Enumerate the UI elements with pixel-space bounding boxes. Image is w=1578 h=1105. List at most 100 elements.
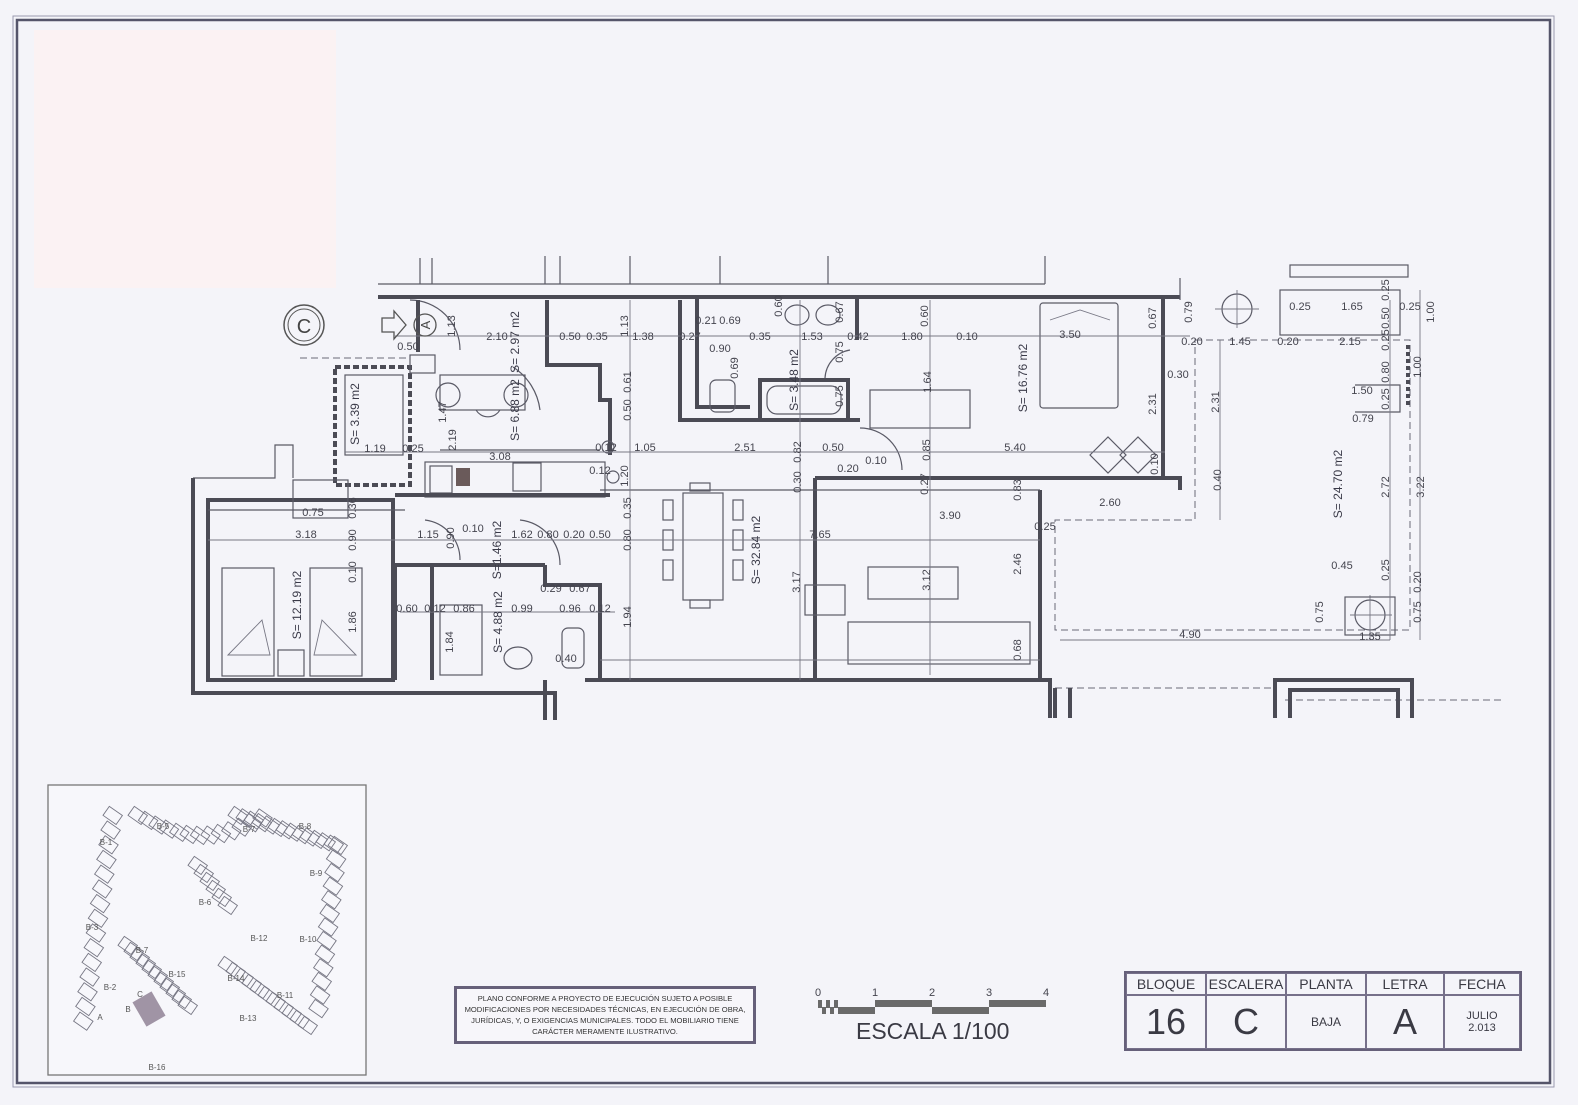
dimension-label: 0.42 — [847, 331, 868, 343]
dimension-label: 0.85 — [921, 439, 933, 460]
site-building-footprint — [127, 805, 149, 826]
site-building-footprint — [265, 991, 287, 1012]
dimension-label: 2.60 — [1099, 497, 1120, 509]
site-stair-label: C — [137, 990, 143, 999]
dimension-label: 0.20 — [563, 529, 584, 541]
site-building-footprint — [297, 1015, 319, 1036]
scale-label: ESCALA 1/100 — [856, 1018, 1010, 1044]
dimension-label: 0.40 — [1212, 469, 1224, 490]
dimension-label: 1.00 — [1412, 356, 1424, 377]
site-building-footprint — [79, 967, 100, 987]
site-building-footprint — [199, 871, 221, 892]
site-building-footprint — [98, 835, 119, 855]
site-building-footprint — [319, 903, 341, 924]
site-building-footprint — [309, 985, 331, 1005]
dimension-label: 0.35 — [586, 331, 607, 343]
dimension-label: 0.83 — [1012, 479, 1024, 500]
site-building-footprint — [211, 887, 233, 908]
scale-tick-label: 0 — [815, 987, 821, 999]
header-bloque: BLOQUE — [1126, 973, 1206, 995]
fecha-year: 2.013 — [1468, 1022, 1496, 1034]
dimension-label: 0.96 — [559, 603, 580, 615]
room-area-label: S= 3.39 m2 — [348, 383, 362, 445]
site-building-footprint — [193, 863, 215, 884]
site-building-footprint — [81, 952, 103, 973]
site-block-label: B-6 — [199, 898, 212, 907]
dimension-label: 1.35 — [1359, 631, 1380, 643]
site-building-footprint — [314, 944, 336, 964]
dimension-label: 0.25 — [1380, 279, 1392, 300]
site-building-footprint — [72, 1011, 94, 1031]
site-building-footprint — [233, 967, 255, 988]
sheet-frame — [15, 18, 1552, 1085]
dimension-label: 2.72 — [1380, 476, 1392, 497]
room-area-label: S= 24.70 m2 — [1331, 449, 1345, 518]
dimension-label: 0.30 — [1167, 369, 1188, 381]
disclaimer-notice: PLANO CONFORME A PROYECTO DE EJECUCIÓN S… — [454, 986, 756, 1044]
site-building-footprint — [252, 808, 273, 828]
site-block-label: B-16 — [149, 1063, 166, 1072]
dimension-label: 2.46 — [1012, 553, 1024, 574]
value-letra: A — [1366, 995, 1444, 1049]
dimension-label: 1.65 — [1341, 301, 1362, 313]
dimension-label: 1.80 — [901, 331, 922, 343]
redacted-logo-area — [34, 30, 336, 288]
site-block-label: B-5 — [157, 822, 170, 831]
dimension-label: 0.75 — [302, 507, 323, 519]
dimension-label: 0.60 — [773, 295, 785, 316]
site-building-footprint — [83, 937, 105, 958]
dimension-label: 0.20 — [837, 463, 858, 475]
dimension-label: 0.27 — [679, 331, 700, 343]
dimension-label: 0.75 — [834, 341, 846, 362]
site-block-label: B-11 — [277, 991, 294, 1000]
site-block-label: B-7 — [136, 946, 149, 955]
room-area-label: S= 3.48 m2 — [787, 349, 801, 411]
site-building-footprint — [325, 849, 347, 869]
dimension-label: 1.94 — [622, 606, 634, 627]
dimension-label: 0.20 — [1412, 571, 1424, 592]
room-area-label: S= 2.97 m2 — [508, 311, 522, 373]
site-block-label: B-2 — [104, 983, 117, 992]
site-block-label: B-3 — [86, 923, 99, 932]
site-block-label: B-13 — [240, 1014, 257, 1023]
dimension-label: 0.67 — [569, 583, 590, 595]
site-building-footprint — [96, 849, 117, 870]
dimension-label: 1.86 — [347, 611, 359, 632]
dimension-label: 0.86 — [453, 603, 474, 615]
site-building-footprint — [89, 893, 111, 914]
site-building-footprint — [241, 973, 263, 994]
site-building-footprint — [168, 822, 190, 843]
room-area-label: S= 32.84 m2 — [749, 515, 763, 584]
header-planta: PLANTA — [1286, 973, 1366, 995]
dimension-label: 3.12 — [921, 569, 933, 590]
room-area-label: S=1.46 m2 — [490, 520, 504, 579]
dimension-label: 0.50 — [822, 442, 843, 454]
dimension-label: 0.60 — [396, 603, 417, 615]
dimension-label: 1.13 — [446, 315, 458, 336]
site-building-footprint — [87, 908, 109, 929]
dimension-label: 0.12 — [589, 603, 610, 615]
dimension-label: 0.10 — [1149, 453, 1161, 474]
dimension-label: 0.50 — [397, 341, 418, 353]
site-building-footprint — [281, 1003, 303, 1024]
dimension-label: 1.50 — [1351, 385, 1372, 397]
dimension-label: 1.15 — [417, 529, 438, 541]
dimension-label: 3.18 — [295, 529, 316, 541]
dimension-label: 0.21 — [695, 315, 716, 327]
dimension-label: 0.35 — [749, 331, 770, 343]
dimension-label: 2.31 — [1147, 393, 1159, 414]
dimension-label: 2.19 — [447, 429, 459, 450]
dimension-label: 1.62 — [511, 529, 532, 541]
dimension-label: 0.20 — [1277, 336, 1298, 348]
dimension-label: 0.10 — [865, 455, 886, 467]
dimension-label: 1.84 — [444, 631, 456, 652]
dimension-label: 0.12 — [595, 442, 616, 454]
site-building-footprint — [249, 979, 271, 1000]
dimension-label: 4.90 — [1179, 629, 1200, 641]
dimension-label: 0.50 — [589, 529, 610, 541]
site-building-footprint — [257, 985, 279, 1006]
dimension-label: 0.82 — [792, 441, 804, 462]
scale-tick-label: 3 — [986, 987, 992, 999]
dimension-label: 0.12 — [589, 465, 610, 477]
dimension-label: 0.67 — [834, 301, 846, 322]
